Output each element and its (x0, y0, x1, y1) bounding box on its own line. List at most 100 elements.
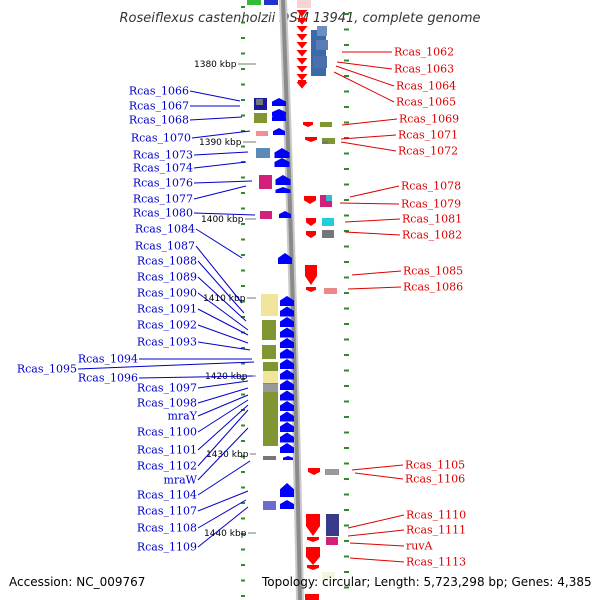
right-gene-label: Rcas_1113 (406, 556, 466, 569)
left-gene-label: Rcas_1109 (137, 541, 197, 554)
right-gene-label: Rcas_1079 (401, 198, 461, 211)
scale-dot (241, 285, 245, 287)
scale-dot (241, 533, 245, 535)
right-leader-line (341, 118, 398, 126)
forward-gene-arrow (280, 422, 294, 432)
forward-gene-arrow (279, 211, 291, 218)
feature-block (261, 294, 278, 316)
feature-block (260, 211, 272, 219)
reverse-gene-arrow (308, 468, 320, 475)
reverse-gene-arrow (307, 537, 319, 542)
forward-gene-arrow (280, 348, 294, 359)
feature-block (316, 40, 328, 50)
right-leader-line (347, 529, 405, 537)
right-leader-line (349, 557, 405, 563)
left-leader-line (197, 380, 249, 389)
left-gene-label: Rcas_1094 (78, 353, 138, 366)
scale-dot (344, 230, 349, 232)
feature-block (297, 0, 311, 8)
scale-dot (241, 223, 245, 225)
left-leader-line (193, 185, 247, 200)
left-gene-label: Rcas_1096 (78, 372, 138, 385)
scale-dot (344, 90, 349, 93)
right-gene-label: Rcas_1086 (403, 281, 463, 294)
left-leader-line (197, 387, 249, 404)
left-leader-line (197, 341, 251, 351)
left-leader-line (189, 116, 243, 121)
right-gene-label: Rcas_1071 (398, 129, 458, 142)
feature-block (322, 138, 335, 144)
right-leader-line (354, 472, 404, 480)
scale-dot (344, 307, 349, 310)
left-gene-label: Rcas_1095 (17, 363, 77, 376)
scale-dot (344, 121, 349, 124)
left-leader-line (189, 90, 241, 102)
left-leader-line (197, 427, 249, 481)
feature-block (317, 26, 327, 36)
scale-dot (241, 440, 245, 442)
feature-block (326, 537, 338, 545)
left-leader-line (197, 394, 249, 417)
feature-block (325, 469, 339, 475)
forward-gene-arrow (280, 359, 294, 369)
left-gene-label: Rcas_1100 (137, 426, 197, 439)
scale-dot (344, 44, 349, 46)
scale-dot (344, 137, 349, 139)
reverse-gene-arrow (306, 231, 316, 238)
scale-dot (241, 6, 245, 8)
left-leader-line (195, 245, 243, 304)
scale-dot (241, 83, 245, 86)
left-leader-line (197, 292, 249, 331)
reverse-gene-arrow (305, 265, 317, 285)
right-gene-label: Rcas_1078 (401, 180, 461, 193)
left-gene-label: Rcas_1102 (137, 460, 197, 473)
right-leader-line (349, 185, 400, 198)
scale-dot (241, 347, 245, 349)
right-leader-line (347, 514, 405, 529)
kbp-label: 1420 kbp (205, 372, 248, 382)
left-gene-label: Rcas_1092 (137, 319, 197, 332)
left-gene-labels: Rcas_1066Rcas_1067Rcas_1068Rcas_1070Rcas… (17, 85, 256, 554)
feature-block (322, 141, 328, 144)
right-gene-label: Rcas_1063 (394, 63, 454, 76)
feature-block (263, 501, 276, 510)
scale-dot (241, 52, 245, 55)
kbp-label: 1440 kbp (204, 529, 247, 539)
scale-dot (344, 214, 349, 217)
right-leader-line (333, 71, 395, 103)
left-gene-label: Rcas_1066 (129, 85, 189, 98)
left-leader-line (197, 490, 249, 512)
right-leader-line (336, 61, 393, 70)
left-leader-line (138, 375, 254, 379)
scale-dot (241, 68, 245, 70)
feature-block (311, 30, 326, 76)
left-leader-line (197, 506, 249, 548)
scale-dot (344, 292, 349, 294)
forward-gene-arrow (275, 187, 291, 193)
right-gene-label: Rcas_1069 (399, 113, 459, 126)
forward-gene-arrow (280, 411, 294, 422)
forward-gene-arrow (280, 317, 294, 327)
reverse-gene-arrow (296, 74, 308, 81)
feature-block (263, 456, 276, 460)
feature-block (259, 175, 272, 189)
left-gene-label: Rcas_1091 (137, 303, 197, 316)
kbp-label: 1430 kbp (206, 450, 249, 460)
scale-dot (241, 548, 245, 551)
left-leader-line (197, 324, 249, 344)
right-gene-label: Rcas_1082 (402, 229, 462, 242)
left-gene-label: Rcas_1073 (133, 149, 193, 162)
forward-gene-arrow (272, 109, 286, 116)
right-leader-line (340, 134, 397, 140)
kbp-label: 1380 kbp (194, 60, 237, 70)
right-gene-label: ruvA (406, 540, 434, 553)
right-gene-label: Rcas_1072 (398, 145, 458, 158)
reverse-gene-arrow (296, 26, 308, 33)
accession-label: Accession: NC_009767 (9, 575, 145, 589)
scale-dot (344, 540, 349, 542)
reverse-gene-arrow (305, 137, 317, 142)
left-leader-line (195, 228, 243, 259)
